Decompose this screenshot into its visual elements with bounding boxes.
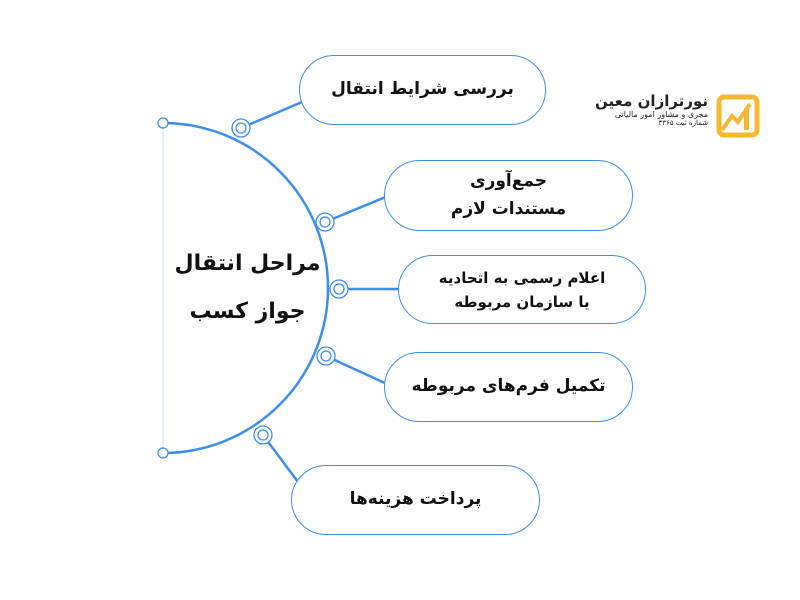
step-box-3: اعلام رسمی به اتحادیه یا سازمان مربوطه xyxy=(398,255,646,324)
logo-subtitle: مجری و مشاور امور مالیاتی xyxy=(614,110,708,119)
arc-end-bottom xyxy=(157,447,169,459)
connector-4 xyxy=(325,354,388,386)
step-label: مستندات لازم xyxy=(450,198,567,219)
step-label: جمع‌آوری xyxy=(469,171,548,192)
connector-2 xyxy=(324,194,389,224)
node-ring-3 xyxy=(329,279,349,299)
node-ring-4 xyxy=(316,346,336,366)
step-box-2: جمع‌آوری مستندات لازم xyxy=(384,160,633,231)
chart-growth-icon xyxy=(716,94,760,138)
node-ring-2 xyxy=(315,212,335,232)
node-ring-5 xyxy=(253,425,273,445)
node-ring-1 xyxy=(231,118,251,138)
semicircle-arc xyxy=(162,121,330,455)
logo-name: نورترازان معین xyxy=(595,92,708,110)
connector-1 xyxy=(240,100,303,130)
step-label: بررسی شرایط انتقال xyxy=(331,79,514,100)
connector-5 xyxy=(261,434,300,483)
step-label: اعلام رسمی به اتحادیه xyxy=(438,268,606,287)
step-box-1: بررسی شرایط انتقال xyxy=(299,55,546,125)
company-logo: نورترازان معین مجری و مشاور امور مالیاتی… xyxy=(585,92,760,142)
center-title-line1: مراحل انتقال xyxy=(174,251,321,276)
center-title: مراحل انتقال جواز کسب xyxy=(165,240,330,337)
arc-end-top xyxy=(157,117,169,129)
step-label: یا سازمان مربوطه xyxy=(454,292,590,311)
center-title-line2: جواز کسب xyxy=(189,299,306,325)
step-box-5: پرداخت هزینه‌ها xyxy=(291,465,540,535)
step-label: تکمیل فرم‌های مربوطه xyxy=(411,376,606,397)
step-label: پرداخت هزینه‌ها xyxy=(349,489,482,510)
logo-registration: شماره ثبت ۳۳۶۵ xyxy=(658,119,708,127)
step-box-4: تکمیل فرم‌های مربوطه xyxy=(384,352,633,422)
